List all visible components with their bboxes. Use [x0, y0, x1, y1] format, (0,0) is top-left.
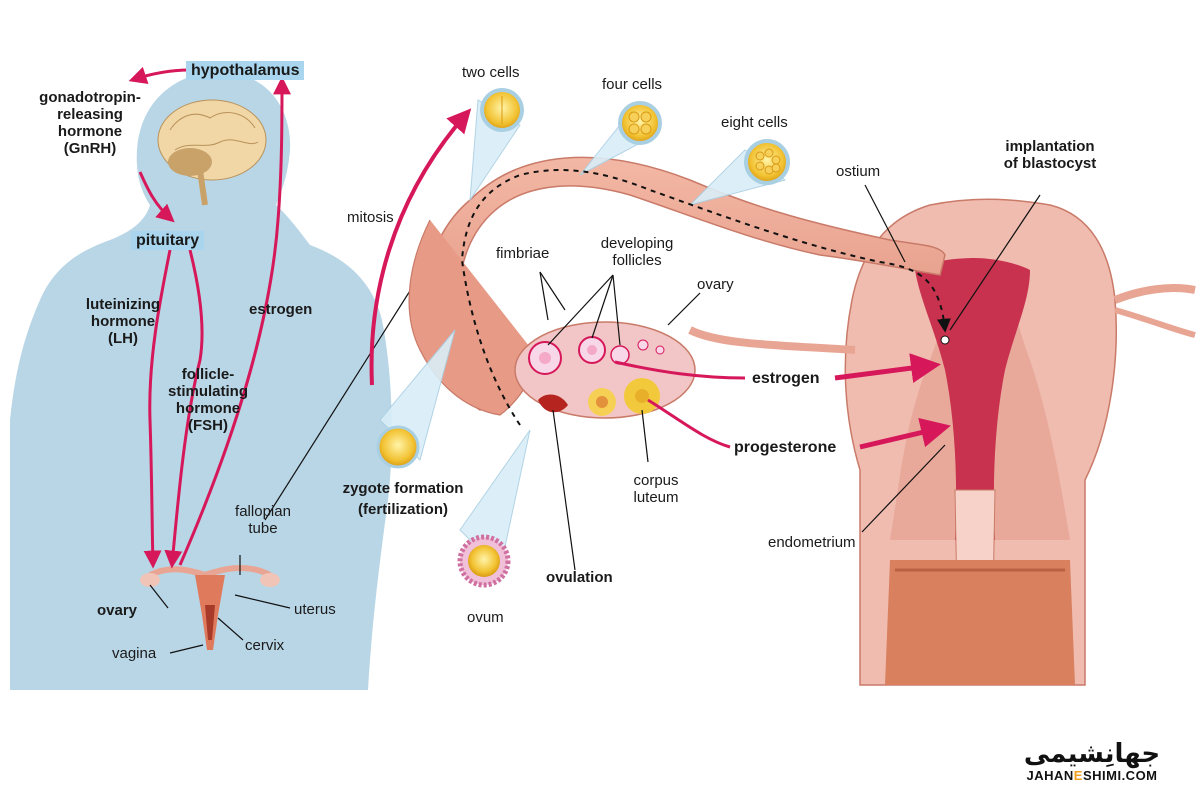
fsh-line-3: hormone	[175, 400, 241, 417]
lh-line-1: luteinizing	[85, 296, 161, 313]
eight-cells-label: eight cells	[721, 114, 788, 131]
logo-latin-accent: E	[1073, 768, 1083, 783]
ovulation-label: ovulation	[546, 569, 613, 586]
gnrh-label: gonadotropin- releasing hormone (GnRH)	[30, 89, 150, 157]
corpus-line-2: luteum	[633, 489, 679, 506]
uterus-large	[844, 198, 1196, 686]
lh-label: luteinizing hormone (LH)	[68, 296, 178, 347]
egg-travel-path	[460, 169, 951, 426]
estrogen-left-label: estrogen	[249, 301, 313, 318]
two-cells-label: two cells	[462, 64, 520, 81]
mitosis-label: mitosis	[347, 209, 394, 226]
fsh-line-2: stimulating	[167, 383, 248, 400]
ovary-left-label: ovary	[97, 602, 138, 619]
follicles-line-2: follicles	[612, 252, 662, 269]
left-leader-lines	[149, 274, 421, 654]
right-hormone-arrows	[369, 108, 951, 450]
logo-arabic-part-2: شیمی	[1023, 739, 1105, 769]
corpus-line-1: corpus	[633, 472, 679, 489]
developing-follicles-label: developing follicles	[582, 235, 692, 269]
small-reproductive-organ	[140, 565, 280, 650]
fallopian-tube-label: fallopian tube	[218, 503, 308, 537]
fsh-label: follicle- stimulating hormone (FSH)	[153, 366, 263, 434]
logo-arabic-part-1: جهان	[1104, 739, 1161, 769]
logo-latin-part-2: SHIMI.COM	[1082, 768, 1158, 783]
brain-illustration	[157, 99, 267, 206]
vagina-label: vagina	[112, 645, 157, 662]
logo-latin: JAHANESHIMI.COM	[1012, 768, 1172, 783]
fimbriae-label: fimbriae	[496, 245, 550, 262]
gnrh-line-4: (GnRH)	[63, 140, 117, 157]
zygote-formation-label: zygote formation (fertilization)	[318, 480, 488, 518]
gnrh-line-1: gonadotropin-	[39, 89, 141, 106]
follicles-line-1: developing	[600, 235, 674, 252]
blastocyst-dot	[940, 335, 950, 345]
site-logo: جهانِشیمی JAHANESHIMI.COM	[1012, 740, 1172, 783]
ovary-right-label: ovary	[697, 276, 734, 293]
left-hormone-arrows	[128, 66, 291, 569]
fallopian-line-2: tube	[248, 520, 278, 537]
uterus-label: uterus	[294, 601, 336, 618]
logo-latin-part-1: JAHAN	[1026, 768, 1074, 783]
implantation-line-2: of blastocyst	[1003, 155, 1097, 172]
pituitary-label: pituitary	[131, 231, 205, 250]
corpus-luteum-label: corpus luteum	[616, 472, 696, 506]
hypothalamus-label: hypothalamus	[186, 61, 305, 80]
ostium-label: ostium	[836, 163, 881, 180]
progesterone-label: progesterone	[734, 439, 837, 456]
ovum-label: ovum	[467, 609, 504, 626]
gnrh-line-2: releasing	[57, 106, 123, 123]
zygote-line-2: (fertilization)	[358, 501, 448, 518]
fsh-line-1: follicle-	[181, 366, 235, 383]
body-silhouette	[10, 71, 392, 691]
fallopian-line-1: fallopian	[235, 503, 291, 520]
right-leader-lines	[539, 184, 1041, 571]
estrogen-right-label: estrogen	[752, 370, 820, 387]
implantation-label: implantation of blastocyst	[985, 138, 1115, 172]
cervix-label: cervix	[245, 637, 285, 654]
logo-arabic: جهانِشیمی	[1012, 740, 1172, 768]
four-cells-label: four cells	[602, 76, 663, 93]
endometrium-label: endometrium	[768, 534, 856, 551]
implantation-line-1: implantation	[1005, 138, 1095, 155]
cell-stages	[376, 88, 790, 588]
zygote-line-1: zygote formation	[342, 480, 464, 497]
fsh-line-4: (FSH)	[188, 417, 228, 434]
lh-line-3: (LH)	[108, 330, 138, 347]
ovary-large	[514, 321, 856, 419]
gnrh-line-3: hormone	[57, 123, 123, 140]
lh-line-2: hormone	[90, 313, 156, 330]
